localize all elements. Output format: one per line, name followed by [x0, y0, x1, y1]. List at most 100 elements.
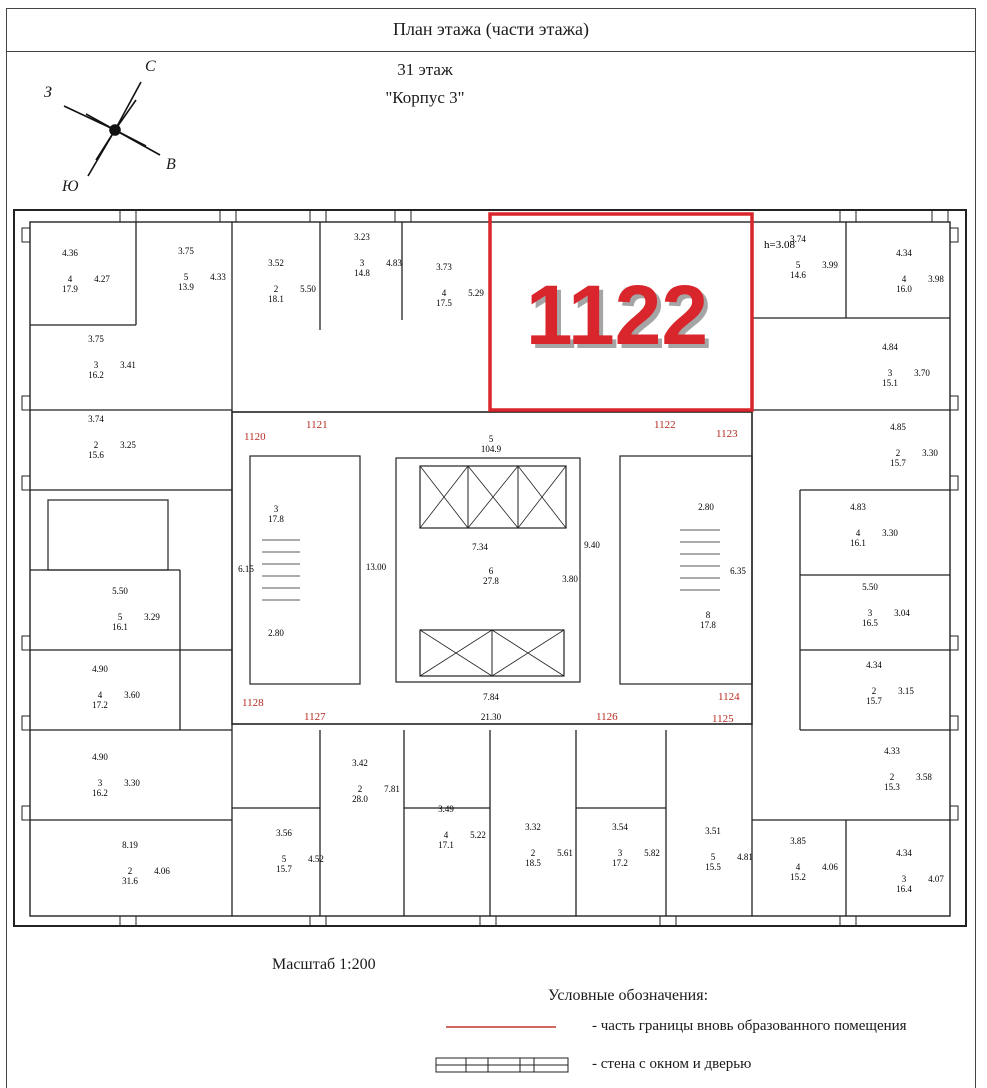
room-width: 3.85	[790, 836, 806, 846]
room-area: 15.1	[882, 378, 898, 388]
stair-right-num: 8	[706, 610, 711, 620]
room-width: 4.34	[896, 848, 912, 858]
room-width: 3.49	[438, 804, 454, 814]
stair-left-height: 6.15	[238, 564, 254, 574]
room-area: 18.5	[525, 858, 541, 868]
room-number: 4	[444, 830, 449, 840]
core-labels: 5 104.9 7.34 6 27.8 3.80 9.40 3 17.8 2.8…	[238, 434, 746, 722]
room-depth: 3.30	[922, 448, 938, 458]
stair-left-area: 17.8	[268, 514, 284, 524]
room-width: 3.73	[436, 262, 452, 272]
lobby-height-1: 3.80	[562, 574, 578, 584]
room-number: 5	[711, 852, 716, 862]
unit-label: 1120	[244, 431, 266, 443]
room-depth: 3.41	[120, 360, 136, 370]
unit-label: 1123	[716, 428, 738, 440]
room-area: 14.8	[354, 268, 370, 278]
room-number: 4	[796, 862, 801, 872]
room-depth: 3.60	[124, 690, 140, 700]
room-area: 17.2	[612, 858, 628, 868]
room-number: 2	[94, 440, 99, 450]
stair-right-width: 2.80	[698, 502, 714, 512]
highlighted-unit-label: 1122 1122	[526, 268, 712, 366]
room-number: 2	[128, 866, 133, 876]
room-area: 15.2	[790, 872, 806, 882]
compass-east: В	[166, 156, 176, 173]
compass-west: З	[44, 84, 52, 101]
room-area: 15.7	[276, 864, 292, 874]
legend-wall-label: - стена с окном и дверью	[592, 1056, 752, 1072]
room-width: 3.56	[276, 828, 292, 838]
room-width: 4.36	[62, 248, 78, 258]
room-area: 17.1	[438, 840, 454, 850]
building-name: "Корпус 3"	[385, 88, 465, 107]
room-depth: 5.22	[470, 830, 486, 840]
room-width: 3.42	[352, 758, 368, 768]
room-width: 4.33	[884, 746, 900, 756]
core-width: 7.84	[483, 692, 499, 702]
stair-left-width: 2.80	[268, 628, 284, 638]
drawing-frame	[6, 8, 976, 1088]
room-number: 2	[872, 686, 877, 696]
room-area: 18.1	[268, 294, 284, 304]
room-area: 13.9	[178, 282, 194, 292]
room-number: 5	[118, 612, 123, 622]
room-depth: 4.06	[154, 866, 170, 876]
room-depth: 5.61	[557, 848, 573, 858]
room-depth: 4.06	[822, 862, 838, 872]
room-area: 16.5	[862, 618, 878, 628]
unit-label: 1122	[654, 419, 676, 431]
room-number: 4	[98, 690, 103, 700]
room-area: 17.5	[436, 298, 452, 308]
corridor-top-area: 104.9	[481, 444, 502, 454]
unit-label: 1124	[718, 691, 740, 703]
legend-wall-icon	[435, 1057, 569, 1073]
scale-label: Масштаб 1:200	[272, 956, 376, 973]
room-area: 16.1	[112, 622, 128, 632]
room-width: 4.90	[92, 752, 108, 762]
room-area: 17.9	[62, 284, 78, 294]
room-depth: 4.27	[94, 274, 110, 284]
room-area: 28.0	[352, 794, 368, 804]
room-width: 3.75	[88, 334, 104, 344]
room-width: 5.50	[862, 582, 878, 592]
lobby-height-2: 9.40	[584, 540, 600, 550]
room-depth: 7.81	[384, 784, 400, 794]
plan-title: План этажа (части этажа)	[6, 8, 976, 52]
room-number: 5	[184, 272, 189, 282]
room-width: 3.75	[178, 246, 194, 256]
room-depth: 4.81	[737, 852, 753, 862]
room-number: 2	[531, 848, 536, 858]
lobby-num: 6	[489, 566, 494, 576]
room-width: 4.84	[882, 342, 898, 352]
room-number: 3	[868, 608, 873, 618]
room-width: 3.74	[88, 414, 104, 424]
room-depth: 3.29	[144, 612, 160, 622]
room-width: 3.32	[525, 822, 541, 832]
room-area: 15.5	[705, 862, 721, 872]
legend-red-line-label: - часть границы вновь образованного поме…	[592, 1018, 907, 1034]
stair-right-area: 17.8	[700, 620, 716, 630]
compass-south: Ю	[62, 178, 79, 195]
room-number: 3	[888, 368, 893, 378]
room-number: 4	[442, 288, 447, 298]
room-width: 4.34	[866, 660, 882, 670]
room-number: 3	[94, 360, 99, 370]
room-depth: 3.15	[898, 686, 914, 696]
room-area: 15.6	[88, 450, 104, 460]
corridor-height: 13.00	[366, 562, 387, 572]
stair-right-height: 6.35	[730, 566, 746, 576]
legend-title: Условные обозначения:	[548, 987, 709, 1004]
room-width: 4.85	[890, 422, 906, 432]
compass-north: С	[145, 58, 156, 75]
unit-label: 1125	[712, 713, 734, 725]
room-depth: 5.29	[468, 288, 484, 298]
highlighted-unit-number: 1122	[526, 268, 708, 362]
room-number: 3	[902, 874, 907, 884]
room-number: 2	[896, 448, 901, 458]
room-width: 4.90	[92, 664, 108, 674]
unit-labels: 1120 1121 1122 1123 1124 1125 1126 1127 …	[242, 419, 740, 725]
unit-label: 1127	[304, 711, 326, 723]
room-number: 3	[618, 848, 623, 858]
